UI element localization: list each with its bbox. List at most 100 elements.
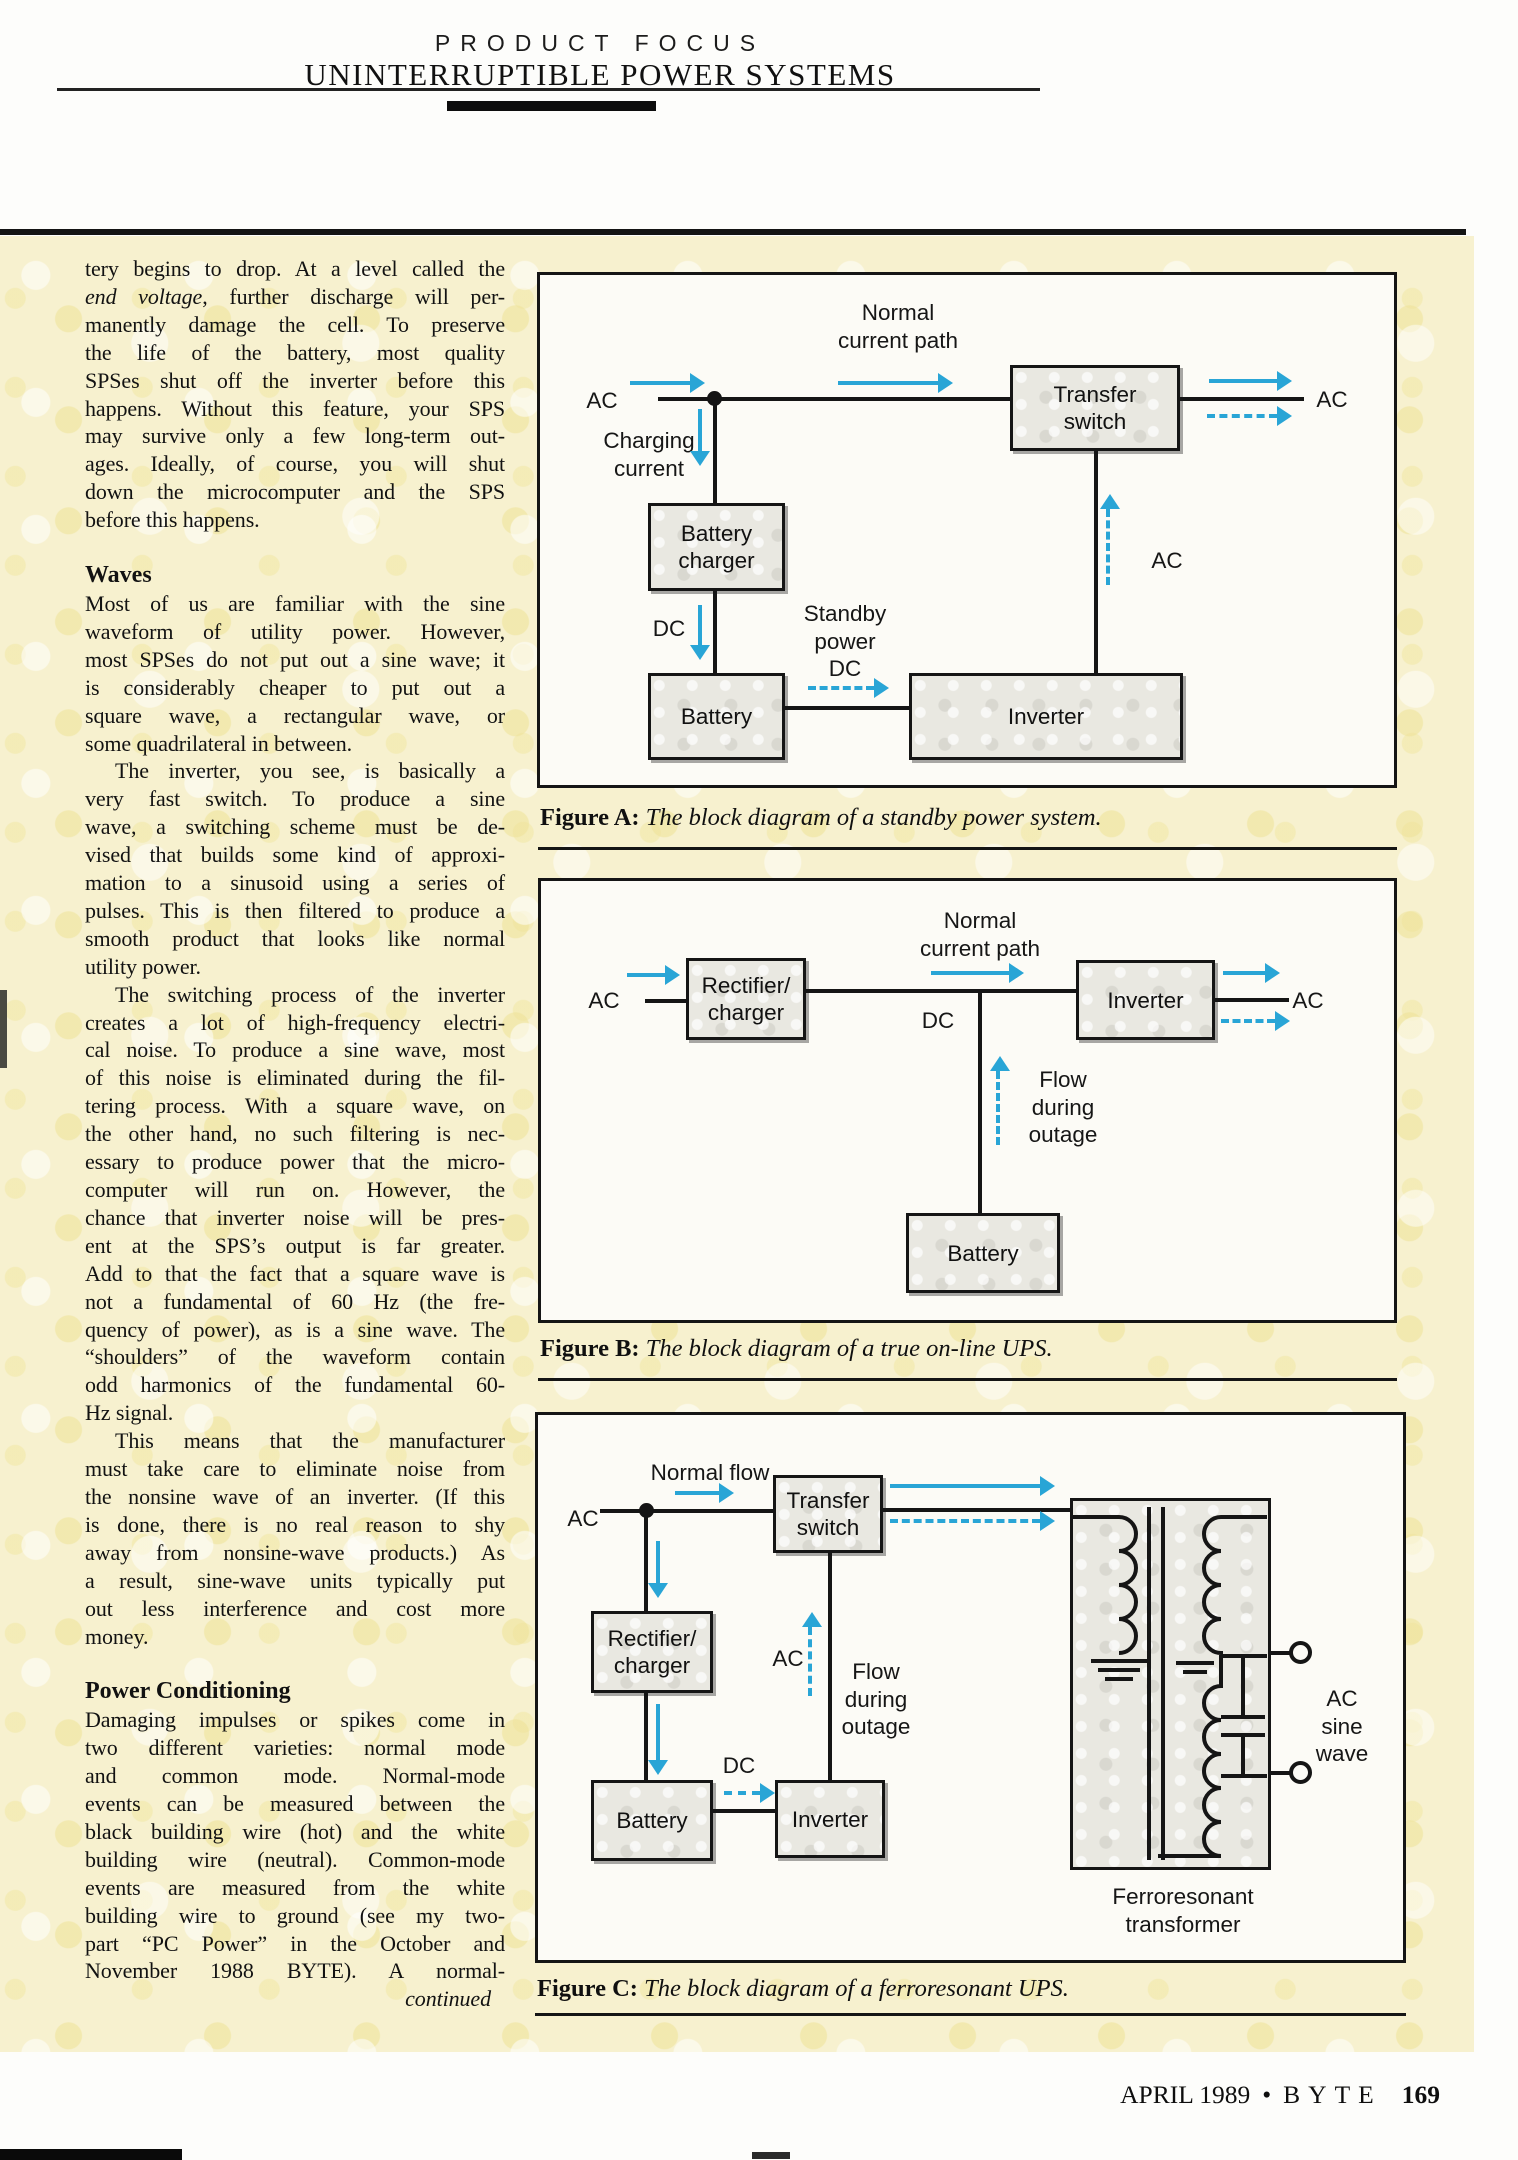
article-line: not a fundamental of 60 Hz (the fre- xyxy=(85,1288,505,1314)
divider xyxy=(535,2013,1406,2016)
article-line: before this happens. xyxy=(85,507,260,533)
article-line: the nonsine wave of an inverter. (If thi… xyxy=(85,1483,505,1509)
article-line: Damaging impulses or spikes come in xyxy=(85,1707,505,1733)
article-line: out less interference and cost more xyxy=(85,1595,505,1621)
article-line: creates a lot of high-frequency electri- xyxy=(85,1009,505,1035)
flow-arrow xyxy=(627,965,680,985)
rectifier-charger-box: Rectifier/ charger xyxy=(686,958,806,1040)
inverter-box: Inverter xyxy=(775,1780,885,1858)
label-ac-output: AC xyxy=(1316,387,1348,412)
flow-arrow xyxy=(1223,963,1280,983)
wire xyxy=(645,999,686,1003)
wire xyxy=(828,1553,832,1780)
article-line: may survive only a few long-term out- xyxy=(85,423,505,449)
article-line: odd harmonics of the fundamental 60- xyxy=(85,1372,505,1398)
flow-arrow xyxy=(1209,371,1292,391)
flow-arrow xyxy=(838,373,953,393)
article-line: continued xyxy=(405,1986,491,2012)
figure-a-caption-text: The block diagram of a standby power sys… xyxy=(639,804,1102,831)
label-flow-during-outage: Flow during outage xyxy=(1028,1067,1098,1147)
article-line: a result, sine-wave units typically put xyxy=(85,1567,505,1593)
label-ac-feed: AC xyxy=(772,1646,804,1671)
article-line: two different varieties: normal mode xyxy=(85,1735,505,1761)
article-line: very fast switch. To produce a sine xyxy=(85,786,505,812)
wire xyxy=(644,1691,648,1781)
flow-arrow-down xyxy=(648,1541,668,1598)
output-terminal xyxy=(1289,1761,1312,1784)
article-line: most SPSes do not put out a sine wave; i… xyxy=(85,646,505,672)
article-line: tery begins to drop. At a level called t… xyxy=(85,256,505,281)
wire xyxy=(1094,451,1098,675)
article-line: This means that the manufacturer xyxy=(115,1428,505,1454)
outage-flow-arrow-up xyxy=(802,1612,822,1696)
label-ac-sine-wave: AC sine wave xyxy=(1315,1686,1369,1766)
figure-b-caption: Figure B: The block diagram of a true on… xyxy=(540,1335,1053,1363)
rectifier-charger-box: Rectifier/ charger xyxy=(591,1611,713,1693)
wire xyxy=(785,706,909,710)
label-normal-current-path: Normal current path xyxy=(837,300,959,353)
wire xyxy=(1271,1651,1291,1655)
flow-arrow-down xyxy=(648,1704,668,1775)
page-title: UNINTERRUPTIBLE POWER SYSTEMS xyxy=(304,57,896,92)
label-ac-input: AC xyxy=(586,388,618,413)
ferroresonant-transformer-box xyxy=(1070,1498,1271,1870)
header-rule xyxy=(57,88,1040,91)
article-line: is done, there is no real reason to shy xyxy=(85,1511,505,1537)
article-line: Add to that the fact that a square wave … xyxy=(85,1260,505,1286)
wire xyxy=(883,1508,1070,1512)
label-normal-flow: Normal flow xyxy=(650,1460,770,1485)
battery-box: Battery xyxy=(906,1213,1060,1293)
article-line: the life of the battery, most quality xyxy=(85,339,505,365)
flow-arrow-down xyxy=(690,409,710,466)
wire xyxy=(1215,998,1289,1002)
article-line: The switching process of the inverter xyxy=(115,981,505,1007)
article-line: is considerably cheaper to put out a xyxy=(85,674,505,700)
label-ac-input: AC xyxy=(588,988,620,1013)
article-line: waveform of utility power. However, xyxy=(85,618,505,644)
figure-c-caption-text: The block diagram of a ferroresonant UPS… xyxy=(637,1975,1069,2002)
transformer-schematic xyxy=(1073,1507,1267,1860)
article-line: ent at the SPS’s output is far greater. xyxy=(85,1232,505,1258)
output-terminal xyxy=(1289,1641,1312,1664)
flow-arrow xyxy=(931,963,1024,983)
article-line: events can be measured between the xyxy=(85,1791,505,1817)
outage-flow-arrow-up xyxy=(990,1056,1010,1145)
figure-c-caption-label: Figure C: xyxy=(537,1975,638,2002)
wire xyxy=(978,989,982,1213)
article-line: must take care to eliminate noise from xyxy=(85,1456,505,1482)
inverter-box: Inverter xyxy=(1076,960,1215,1040)
article-line: building wire (neutral). Common-mode xyxy=(85,1846,505,1872)
figure-a-panel: Normal current path AC Transfer switch A… xyxy=(537,272,1397,788)
article-line: tering process. With a square wave, on xyxy=(85,1093,505,1119)
wire xyxy=(1271,1771,1291,1775)
article-line: computer will run on. However, the xyxy=(85,1177,505,1202)
flow-arrow-down xyxy=(690,605,710,660)
label-dc: DC xyxy=(921,1008,955,1033)
wire xyxy=(713,401,717,503)
divider xyxy=(538,847,1397,850)
flow-arrow xyxy=(890,1476,1055,1496)
article-line: money. xyxy=(85,1623,149,1649)
outage-flow-arrow xyxy=(1221,1011,1290,1031)
article-line: quency of power), as is a sine wave. The xyxy=(85,1316,505,1342)
figure-a-caption: Figure A: The block diagram of a standby… xyxy=(540,804,1102,832)
article-line: the other hand, no such filtering is nec… xyxy=(85,1121,505,1147)
article-line: happens. Without this feature, your SPS xyxy=(85,395,505,421)
section-kicker: PRODUCT FOCUS xyxy=(434,30,766,56)
article-line: “shoulders” of the waveform contain xyxy=(85,1344,505,1370)
junction-dot xyxy=(707,391,722,406)
body-top-rule xyxy=(0,229,1466,235)
article-line: and common mode. Normal-mode xyxy=(85,1763,505,1789)
article-line: of this noise is eliminated during the f… xyxy=(85,1065,505,1091)
wire xyxy=(600,1509,773,1513)
wire xyxy=(806,989,1076,993)
battery-box: Battery xyxy=(648,673,785,760)
footer-issue: APRIL 1989 xyxy=(1120,2080,1251,2109)
label-ac-output: AC xyxy=(1292,988,1324,1013)
flow-arrow xyxy=(630,373,705,393)
divider xyxy=(538,1378,1397,1381)
outage-flow-arrow xyxy=(724,1783,775,1803)
article-line: utility power. xyxy=(85,953,201,979)
inverter-box: Inverter xyxy=(909,673,1183,760)
